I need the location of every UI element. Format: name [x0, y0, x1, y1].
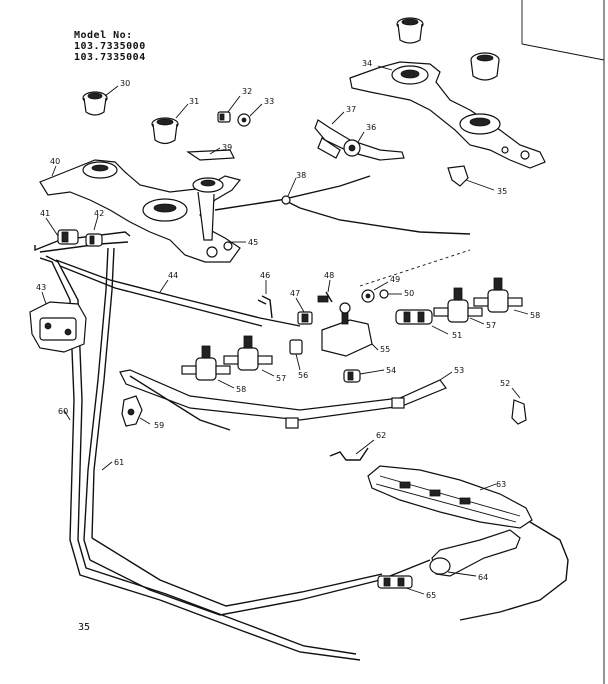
- label-48: 48: [324, 271, 334, 280]
- burner-head-top: [396, 17, 424, 44]
- dashed-leader: [359, 249, 471, 287]
- label-34: 34: [362, 59, 372, 68]
- label-44: 44: [168, 271, 178, 280]
- frame-line: [521, 43, 605, 61]
- label-59: 59: [154, 421, 164, 430]
- valve-41: [57, 229, 79, 245]
- label-32: 32: [242, 87, 252, 96]
- label-54: 54: [386, 366, 396, 375]
- label-56: 56: [298, 371, 308, 380]
- burner-tube-64: [429, 521, 569, 621]
- model-heading: Model No:: [74, 30, 133, 41]
- label-61: 61: [114, 458, 124, 467]
- fitting-47: [297, 311, 313, 325]
- label-35: 35: [497, 187, 507, 196]
- label-64: 64: [478, 573, 488, 582]
- fitting-54: [343, 369, 361, 383]
- burner-assembly-34: [349, 61, 546, 169]
- clip-59: [121, 395, 143, 427]
- fitting-56: [289, 339, 303, 355]
- tube-46: [257, 295, 273, 319]
- burner-head-30: [82, 91, 108, 116]
- label-46: 46: [260, 271, 270, 280]
- nut-50: [379, 289, 389, 299]
- label-30: 30: [120, 79, 130, 88]
- valve-58-left: [181, 345, 231, 381]
- model-number-2: 103.7335004: [74, 52, 146, 63]
- orifice-51: [395, 309, 433, 325]
- label-33: 33: [264, 97, 274, 106]
- bracket-52: [511, 399, 527, 425]
- model-number-block: Model No: 103.7335000 103.7335004: [74, 30, 146, 63]
- label-39: 39: [222, 143, 232, 152]
- label-63: 63: [496, 480, 506, 489]
- label-31: 31: [189, 97, 199, 106]
- label-55: 55: [380, 345, 390, 354]
- knob-49: [361, 289, 375, 303]
- fitting-65: [377, 575, 413, 589]
- label-43: 43: [36, 283, 46, 292]
- label-57-left: 57: [276, 374, 286, 383]
- label-47: 47: [290, 289, 300, 298]
- manifold-53: [119, 369, 447, 431]
- label-57-right: 57: [486, 321, 496, 330]
- label-45: 45: [248, 238, 258, 247]
- part-callouts: 30 31 32 33 34 35 36 37 38 39 40 41 42 4…: [36, 59, 540, 600]
- label-53: 53: [454, 366, 464, 375]
- regulator-43: [29, 301, 87, 353]
- burner-head-31: [151, 117, 179, 145]
- label-41: 41: [40, 209, 50, 218]
- label-40: 40: [50, 157, 60, 166]
- burner-head-right: [470, 52, 500, 81]
- model-number-1: 103.7335000: [74, 41, 146, 52]
- label-50: 50: [404, 289, 414, 298]
- valve-body-55: [321, 302, 373, 357]
- broiler-burner-63: [367, 465, 533, 529]
- label-60: 60: [58, 407, 68, 416]
- page-number: 35: [78, 622, 91, 633]
- label-42: 42: [94, 209, 104, 218]
- valve-42: [85, 233, 103, 247]
- label-49: 49: [390, 275, 400, 284]
- electrode-48: [317, 291, 333, 303]
- valve-57-left: [223, 335, 273, 371]
- label-65: 65: [426, 591, 436, 600]
- burner-tube-36: [314, 119, 405, 161]
- label-58-right: 58: [530, 311, 540, 320]
- valve-57-right: [433, 287, 483, 323]
- label-36: 36: [366, 123, 376, 132]
- label-58-left: 58: [236, 385, 246, 394]
- burner-assembly-40: [39, 159, 242, 263]
- label-52: 52: [500, 379, 510, 388]
- valve-58-right: [473, 277, 523, 313]
- screw-33: [237, 113, 251, 127]
- label-38: 38: [296, 171, 306, 180]
- wire-62: [329, 447, 369, 461]
- clip-32: [217, 111, 231, 123]
- label-37: 37: [346, 105, 356, 114]
- label-62: 62: [376, 431, 386, 440]
- label-51: 51: [452, 331, 462, 340]
- clip-35: [447, 165, 469, 187]
- pilot-tube-38: [214, 175, 471, 235]
